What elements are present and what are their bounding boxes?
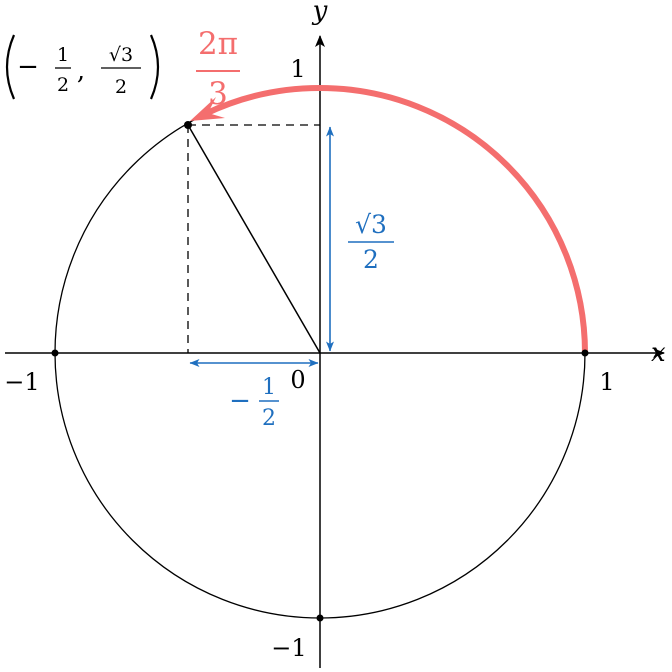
x-tick-one: 1 xyxy=(599,368,614,396)
vertical-measure-label: √3 2 xyxy=(348,210,394,274)
left-paren xyxy=(5,34,16,100)
horizontal-measure-label: − 1 2 xyxy=(229,375,279,431)
point-separator: , xyxy=(77,56,85,86)
angle-arc-arrowhead xyxy=(190,97,225,121)
point-x-sign: − xyxy=(17,52,39,82)
angle-denominator: 3 xyxy=(208,76,228,112)
vertical-measure-numerator: √3 xyxy=(355,210,387,239)
point-y-minus-one xyxy=(316,614,324,622)
point-y-numerator: √3 xyxy=(109,44,133,66)
point-x-one xyxy=(581,349,589,357)
right-paren xyxy=(149,34,160,100)
point-x-minus-one xyxy=(51,349,59,357)
angle-numerator: 2π xyxy=(198,26,238,62)
angle-label: 2π 3 xyxy=(196,26,240,112)
x-axis-label: x xyxy=(651,338,666,368)
y-tick-one: 1 xyxy=(290,55,305,83)
x-tick-minus-one: −1 xyxy=(4,368,39,396)
point-y-denominator: 2 xyxy=(115,76,127,98)
horizontal-measure-numerator: 1 xyxy=(262,375,276,400)
point-x-numerator: 1 xyxy=(57,44,69,66)
vertical-measure-denominator: 2 xyxy=(363,245,379,274)
horizontal-measure-sign: − xyxy=(229,386,251,416)
y-axis-label: y xyxy=(312,0,328,26)
horizontal-measure-denominator: 2 xyxy=(262,406,276,431)
y-tick-minus-one: −1 xyxy=(271,634,306,662)
radius-line xyxy=(187,124,321,354)
origin-label: 0 xyxy=(290,366,305,394)
point-coordinates-label: − 1 2 , √3 2 xyxy=(5,34,160,100)
point-on-circle xyxy=(184,121,192,129)
point-x-denominator: 2 xyxy=(57,74,69,96)
angle-arc xyxy=(203,84,588,354)
